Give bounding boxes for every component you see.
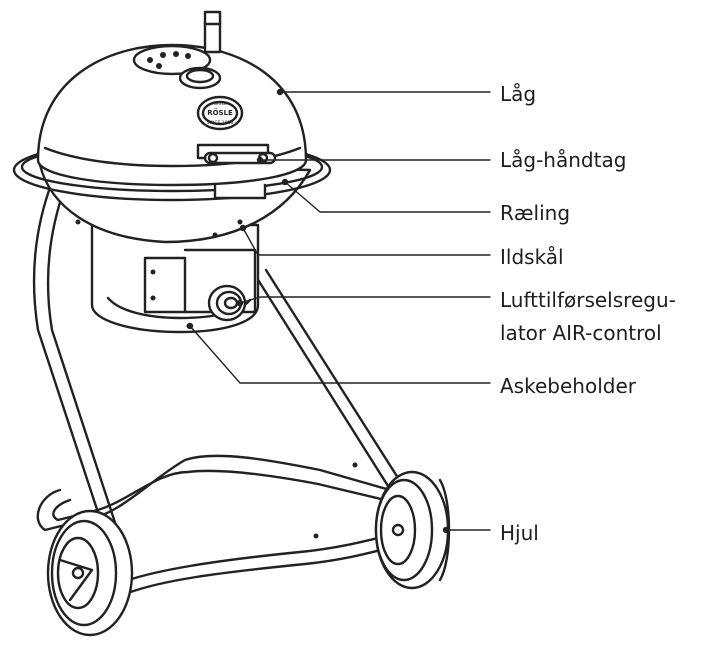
fire-bowl xyxy=(38,163,312,329)
label-wheel: Hjul xyxy=(500,521,539,545)
badge-text-bottom: SINCE 1888 xyxy=(207,120,234,126)
brand-badge xyxy=(196,95,244,131)
label-railing: Ræling xyxy=(500,201,571,225)
right-wheel xyxy=(374,470,451,590)
label-lid: Låg xyxy=(500,82,537,106)
label-lid-handle: Låg-håndtag xyxy=(500,148,627,172)
leader-air-control xyxy=(239,296,491,304)
leader-ash-container xyxy=(189,325,491,384)
leader-railing xyxy=(284,181,491,213)
leader-fire-bowl xyxy=(242,227,491,256)
label-fire-bowl: Ildskål xyxy=(500,245,564,269)
label-ash-container: Askebeholder xyxy=(500,374,636,398)
cart-frame xyxy=(32,180,414,599)
label-air-regulator-line2: lator AIR-control xyxy=(500,321,662,345)
grill-lid xyxy=(36,10,308,187)
leader-lines xyxy=(186,88,491,534)
badge-text-top: GRILL xyxy=(214,101,227,107)
badge-text-brand: RÖSLE xyxy=(207,108,233,117)
label-air-regulator-line1: Lufttilførselsregu- xyxy=(500,288,676,312)
left-wheel xyxy=(46,509,134,637)
